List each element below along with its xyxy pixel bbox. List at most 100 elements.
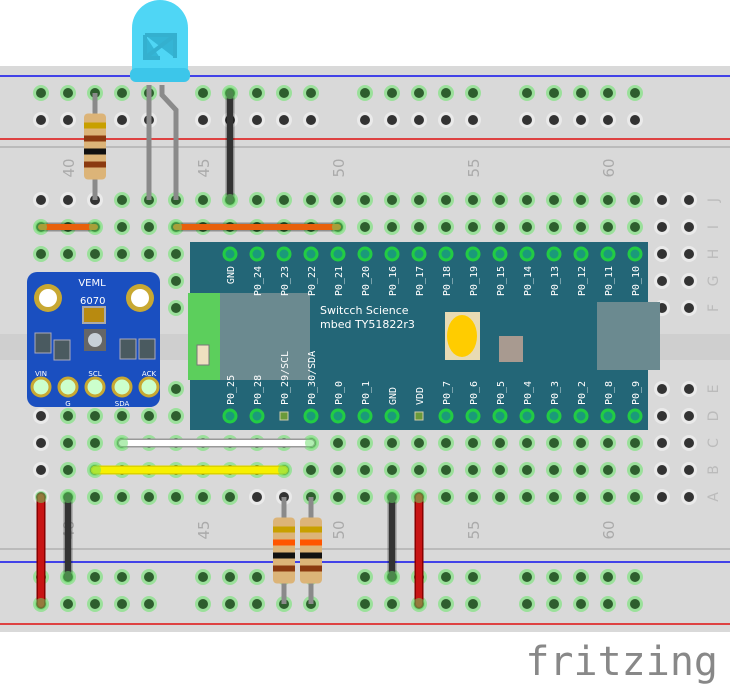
breadboard-hole bbox=[60, 462, 76, 478]
mcu-pin bbox=[519, 246, 535, 262]
rail-divider-top bbox=[0, 146, 730, 148]
hole bbox=[198, 88, 208, 98]
hole bbox=[117, 115, 127, 125]
row-label: F bbox=[706, 304, 722, 312]
mcu-pin-label: P0_9 bbox=[631, 381, 642, 405]
hole bbox=[360, 115, 370, 125]
column-number: 40 bbox=[60, 158, 78, 177]
hole bbox=[522, 222, 532, 232]
hole bbox=[549, 115, 559, 125]
mcu-pin-label: P0_0 bbox=[334, 381, 345, 405]
breadboard-hole bbox=[168, 273, 184, 289]
resistor-band bbox=[300, 565, 322, 572]
hole bbox=[603, 599, 613, 609]
breadboard-hole bbox=[114, 489, 130, 505]
row-label: C bbox=[706, 438, 722, 448]
breadboard-hole bbox=[546, 435, 562, 451]
breadboard-hole bbox=[411, 192, 427, 208]
resistor-band bbox=[300, 552, 322, 559]
resistor-band bbox=[84, 148, 106, 155]
breadboard-hole bbox=[573, 219, 589, 235]
breadboard-hole bbox=[330, 462, 346, 478]
orange-wire-end bbox=[170, 221, 182, 233]
breadboard-hole bbox=[114, 246, 130, 262]
breadboard-hole bbox=[249, 489, 265, 505]
breadboard-hole bbox=[546, 192, 562, 208]
breadboard-hole bbox=[33, 435, 49, 451]
hole bbox=[657, 249, 667, 259]
breadboard-hole bbox=[654, 489, 670, 505]
hole bbox=[603, 195, 613, 205]
row-label: G bbox=[706, 276, 722, 287]
hole bbox=[630, 572, 640, 582]
mcu-pin bbox=[384, 246, 400, 262]
mcu-pin-label: P0_15 bbox=[496, 266, 507, 296]
hole bbox=[603, 438, 613, 448]
breadboard-hole bbox=[519, 462, 535, 478]
breadboard-hole bbox=[249, 596, 265, 612]
sensor-pin-label: SCL bbox=[88, 370, 101, 378]
breadboard-hole bbox=[465, 112, 481, 128]
breadboard-hole bbox=[33, 408, 49, 424]
hole bbox=[657, 492, 667, 502]
hole bbox=[495, 492, 505, 502]
breadboard-hole bbox=[546, 489, 562, 505]
hole bbox=[225, 599, 235, 609]
breadboard-hole bbox=[357, 192, 373, 208]
mcu-pin bbox=[222, 408, 238, 424]
hole bbox=[90, 492, 100, 502]
breadboard-hole bbox=[384, 596, 400, 612]
breadboard-hole bbox=[141, 596, 157, 612]
hole bbox=[684, 492, 694, 502]
mcu-pin bbox=[600, 408, 616, 424]
hole bbox=[90, 572, 100, 582]
mcu-pin bbox=[357, 246, 373, 262]
black-wire-end bbox=[62, 491, 74, 503]
column-number: 45 bbox=[195, 158, 213, 177]
breadboard-hole bbox=[303, 462, 319, 478]
column-number: 50 bbox=[330, 520, 348, 539]
hole bbox=[684, 411, 694, 421]
black-wire-end bbox=[224, 87, 236, 99]
breadboard-hole bbox=[357, 112, 373, 128]
breadboard-hole bbox=[573, 569, 589, 585]
hole bbox=[549, 438, 559, 448]
breadboard-hole bbox=[627, 489, 643, 505]
hole bbox=[576, 195, 586, 205]
breadboard-hole bbox=[249, 85, 265, 101]
breadboard-hole bbox=[465, 192, 481, 208]
hole bbox=[468, 115, 478, 125]
fritzing-logo: fritzing bbox=[525, 639, 718, 685]
hole bbox=[495, 465, 505, 475]
mcu-pin-label: P0_29/SCL bbox=[280, 351, 291, 405]
hole bbox=[36, 88, 46, 98]
hole bbox=[144, 411, 154, 421]
breadboard-hole bbox=[384, 85, 400, 101]
breadboard-hole bbox=[330, 489, 346, 505]
hole bbox=[414, 195, 424, 205]
hole bbox=[360, 572, 370, 582]
hole bbox=[522, 115, 532, 125]
mcu-pin bbox=[303, 408, 319, 424]
resistor-band bbox=[84, 122, 106, 129]
breadboard-hole bbox=[519, 569, 535, 585]
hole bbox=[522, 599, 532, 609]
hole bbox=[144, 599, 154, 609]
hole bbox=[441, 195, 451, 205]
mcu-pin bbox=[492, 246, 508, 262]
hole bbox=[198, 492, 208, 502]
hole bbox=[360, 465, 370, 475]
hole bbox=[171, 249, 181, 259]
hole bbox=[630, 438, 640, 448]
breadboard-hole bbox=[168, 246, 184, 262]
hole bbox=[684, 195, 694, 205]
breadboard-hole bbox=[600, 435, 616, 451]
mcu-pin-label: P0_12 bbox=[577, 266, 588, 296]
orange-wire-end bbox=[89, 221, 101, 233]
resistor bbox=[84, 93, 106, 200]
hole bbox=[117, 88, 127, 98]
led-rim bbox=[130, 68, 190, 82]
hole bbox=[630, 599, 640, 609]
hole bbox=[468, 88, 478, 98]
breadboard-hole bbox=[546, 569, 562, 585]
